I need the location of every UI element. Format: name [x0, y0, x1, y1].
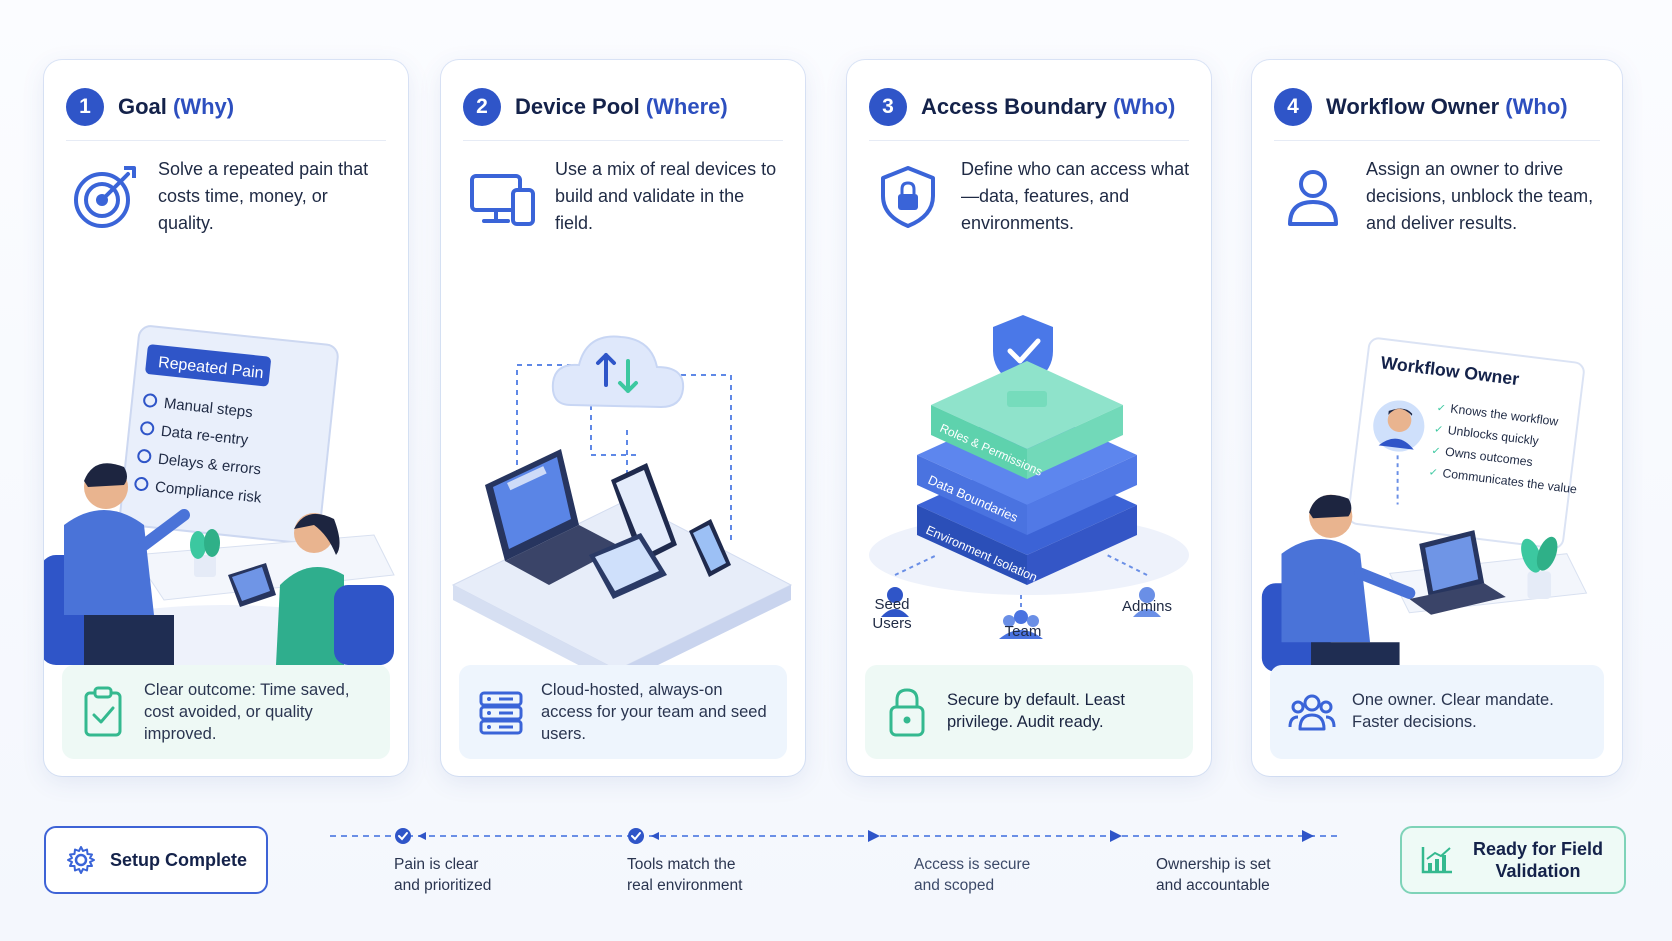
- setup-complete-label: Setup Complete: [110, 849, 248, 870]
- card-description: Assign an owner to drive decisions, unbl…: [1366, 159, 1594, 233]
- person-right: [276, 513, 394, 665]
- card-title: Goal (Why): [118, 94, 234, 120]
- role-label-team: Team: [1004, 623, 1042, 640]
- owner-laptop: [1409, 530, 1506, 615]
- cloud-sync-icon: [551, 335, 685, 409]
- card-header: 4 Workflow Owner (Who): [1274, 88, 1568, 126]
- step-number-badge: 1: [66, 88, 104, 126]
- plant: [1521, 536, 1558, 599]
- laptop: [228, 563, 276, 607]
- access-layers-illustration: Environment Isolation Data Boundaries Ro…: [869, 315, 1189, 639]
- card-title-qualifier: (Who): [1112, 94, 1176, 119]
- hosting-text: Cloud-hosted, always-on access for your …: [541, 681, 767, 743]
- card-header: 2 Device Pool (Where): [463, 88, 728, 126]
- progress-timeline: [330, 828, 1340, 844]
- ownership-panel: One owner. Clear mandate. Faster decisio…: [1270, 665, 1604, 759]
- card-title: Workflow Owner (Who): [1326, 94, 1568, 120]
- target-icon: [74, 166, 136, 228]
- card-title-main: Access Boundary: [921, 94, 1107, 119]
- card-device-pool: 2 Device Pool (Where) Use a mix of real …: [441, 60, 805, 776]
- card-title-qualifier: (Who): [1505, 94, 1568, 119]
- svg-text:✓: ✓: [1436, 402, 1446, 415]
- divider: [869, 140, 1189, 141]
- device-pool-illustration: [451, 335, 793, 685]
- card-title-qualifier: (Why): [173, 94, 235, 119]
- arrow-icon: [1110, 830, 1122, 842]
- repeated-pain-illustration: Repeated Pain Manual steps Data re-entry…: [44, 325, 395, 685]
- devices-icon: [470, 174, 535, 226]
- ready-label: Ready for Field Validation: [1472, 839, 1604, 881]
- step-number-badge: 3: [869, 88, 907, 126]
- clipboard-check-icon: [84, 686, 122, 737]
- setup-complete-badge: Setup Complete: [44, 826, 268, 894]
- person-left: [44, 463, 190, 665]
- server-icon: [479, 691, 523, 735]
- arrow-icon: [1302, 830, 1314, 842]
- role-label-seed-users: Seed Users: [872, 596, 912, 632]
- card-goal: 1 Goal (Why) Solve a repeated pain that …: [44, 60, 408, 776]
- person-icon: [1288, 170, 1338, 226]
- outcome-text: Clear outcome: Time saved, cost avoided,…: [144, 681, 350, 743]
- card-title: Access Boundary (Who): [921, 94, 1175, 120]
- padlock-icon: [889, 688, 925, 737]
- card-description: Use a mix of real devices to build and v…: [555, 159, 777, 233]
- outcome-panel: Clear outcome: Time saved, cost avoided,…: [62, 665, 390, 759]
- card-title-qualifier: (Where): [645, 94, 728, 119]
- admins-icon: [1133, 587, 1161, 617]
- phone-device: [689, 519, 731, 577]
- workflow-owner-illustration: Workflow Owner ✓ Knows the workflow ✓ Un…: [1261, 337, 1588, 672]
- timeline-step: Pain is clear and prioritized: [394, 856, 492, 894]
- step-checkmark-icon: [395, 828, 426, 844]
- divider: [463, 140, 783, 141]
- ready-for-validation-badge: Ready for Field Validation: [1400, 826, 1626, 894]
- laptop-device: [485, 449, 621, 585]
- security-panel: Secure by default. Least privilege. Audi…: [865, 665, 1193, 759]
- timeline-step: Ownership is set and accountable: [1156, 856, 1271, 894]
- owner-card: Workflow Owner ✓ Knows the workflow ✓ Un…: [1347, 337, 1585, 550]
- svg-text:✓: ✓: [1433, 423, 1443, 436]
- tablet-device: [589, 463, 677, 599]
- role-label-admins: Admins: [1121, 598, 1173, 615]
- svg-text:✓: ✓: [1428, 466, 1438, 479]
- divider: [66, 140, 386, 141]
- plant: [190, 529, 220, 577]
- step-number-badge: 2: [463, 88, 501, 126]
- owner-person: [1261, 494, 1416, 672]
- timeline-step: Tools match the real environment: [627, 856, 743, 894]
- card-header: 1 Goal (Why): [66, 88, 234, 126]
- card-workflow-owner: 4 Workflow Owner (Who) Assign an owner t…: [1252, 60, 1622, 776]
- svg-text:✓: ✓: [1431, 445, 1441, 458]
- step-number-badge: 4: [1274, 88, 1312, 126]
- team-icon: [999, 610, 1043, 639]
- ownership-text: One owner. Clear mandate. Faster decisio…: [1352, 691, 1554, 731]
- card-title-main: Device Pool: [515, 94, 640, 119]
- card-description: Define who can access what—data, feature…: [961, 159, 1190, 233]
- card-access-boundary: 3 Access Boundary (Who) Define who can a…: [847, 60, 1211, 776]
- team-icon: [1288, 694, 1336, 731]
- timeline-step: Access is secure and scoped: [914, 856, 1031, 894]
- card-description: Solve a repeated pain that costs time, m…: [158, 159, 369, 233]
- card-title-main: Goal: [118, 94, 167, 119]
- arrow-icon: [868, 830, 880, 842]
- gear-icon: [67, 846, 95, 874]
- seed-users-icon: [881, 587, 909, 617]
- card-title-main: Workflow Owner: [1326, 94, 1500, 119]
- hosting-panel: Cloud-hosted, always-on access for your …: [459, 665, 787, 759]
- card-header: 3 Access Boundary (Who): [869, 88, 1175, 126]
- security-text: Secure by default. Least privilege. Audi…: [947, 691, 1125, 731]
- divider: [1274, 140, 1600, 141]
- growth-chart-icon: [1421, 847, 1452, 874]
- card-title: Device Pool (Where): [515, 94, 728, 120]
- step-checkmark-icon: [628, 828, 659, 844]
- shield-lock-icon: [881, 166, 935, 228]
